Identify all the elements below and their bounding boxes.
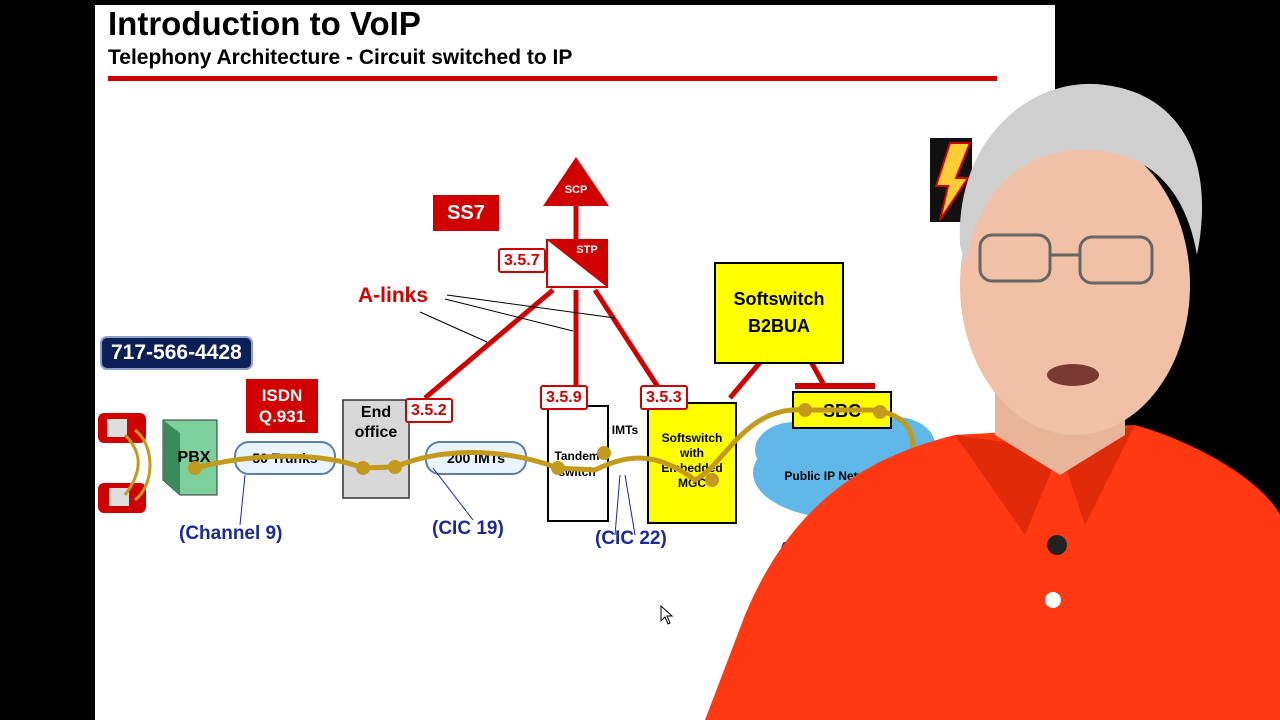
telephone-icon (98, 413, 146, 513)
softswitch-mgc-label-1: Softswitch (662, 431, 723, 445)
end-office-label-2: office (355, 424, 398, 441)
softswitch-b2bua-label-2: B2BUA (748, 316, 810, 336)
end-office-label-1: End (361, 404, 391, 421)
call-path-points (188, 403, 887, 487)
a-links-pointers (419, 294, 616, 343)
slide-subtitle: Telephony Architecture - Circuit switche… (108, 46, 573, 69)
cic-pointers (239, 467, 636, 536)
microphone-icon (1047, 535, 1067, 555)
architecture-diagram: SCP STP PBX 50 Trunks End office 200 IMT… (98, 157, 937, 536)
presenter-glasses (978, 233, 1154, 285)
code-357: 3.5.7 (498, 248, 546, 273)
pbx-node (162, 419, 218, 496)
stp-fill (547, 240, 607, 287)
end-office-node (342, 399, 410, 499)
cic19-label: (CIC 19) (432, 518, 504, 539)
code-353: 3.5.3 (640, 385, 688, 410)
pbx-label: PBX (178, 449, 211, 466)
presenter-shirt (705, 425, 1280, 720)
isdn-label-2: Q.931 (258, 407, 306, 426)
softswitch-b2bua-node (714, 262, 844, 364)
mouse-cursor-icon (660, 605, 674, 625)
isdn-label-1: ISDN (261, 386, 303, 405)
channel-label: (Channel 9) (179, 523, 283, 544)
phone-wire (123, 428, 152, 502)
scp-node (543, 157, 609, 206)
slide-title: Introduction to VoIP (108, 5, 421, 42)
presenter-hair (959, 83, 1203, 265)
a-links-label: A-links (358, 284, 429, 307)
softswitch-mgc-label-2: with (679, 446, 704, 460)
code-352: 3.5.2 (405, 398, 453, 423)
lightning-icon (930, 138, 972, 222)
tandem-label-1: Tandem (554, 449, 599, 463)
sbc-top-bar (795, 383, 875, 389)
cic22-label: (CIC 22) (595, 528, 667, 549)
slide: Introduction to VoIP Telephony Architect… (95, 5, 1055, 720)
presenter-face (960, 135, 1190, 435)
title-rule (108, 76, 997, 81)
presenter-video (705, 83, 1280, 720)
stp-label: STP (576, 244, 597, 256)
phone-number-badge: 717-566-4428 (100, 336, 253, 370)
isdn-badge: ISDN Q.931 (246, 379, 318, 433)
imts-small-label: IMTs (612, 423, 639, 437)
ss7-badge: SS7 (433, 195, 499, 231)
code-359: 3.5.9 (540, 385, 588, 410)
scp-label: SCP (565, 184, 588, 196)
softswitch-b2bua-label-1: Softswitch (733, 289, 824, 309)
